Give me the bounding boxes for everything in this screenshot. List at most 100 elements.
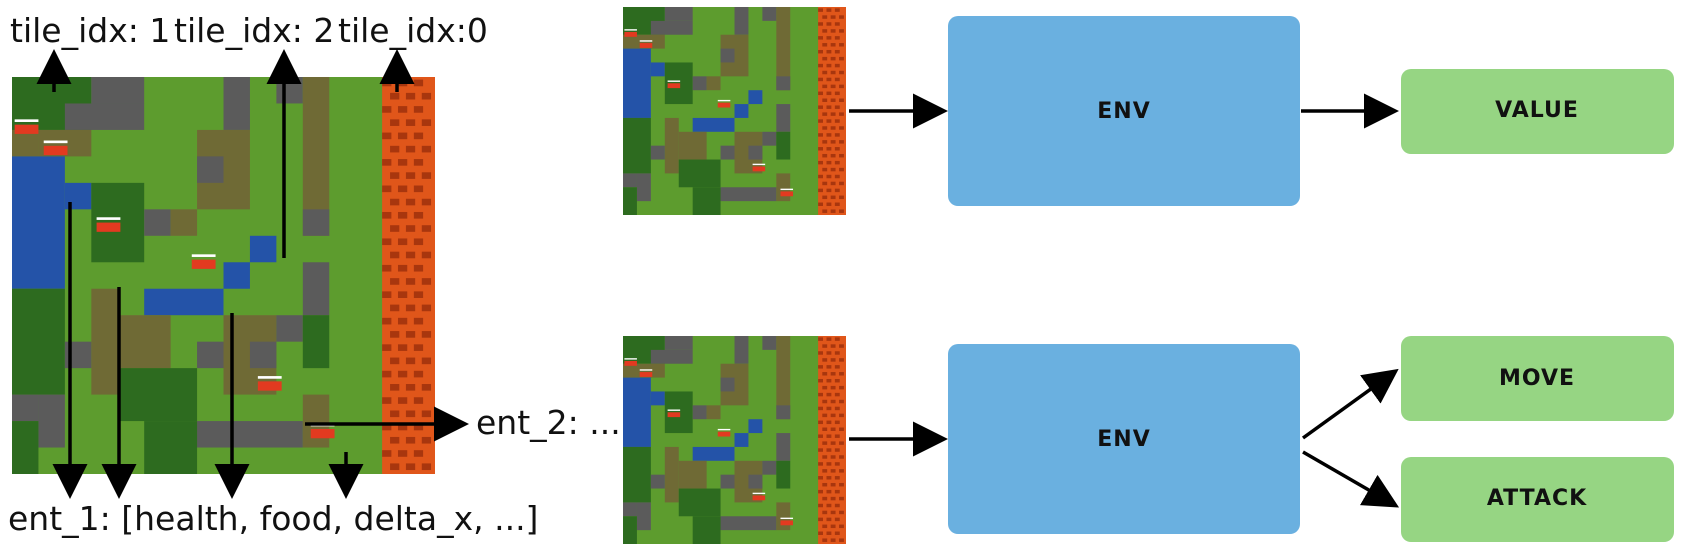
- large-map-lava-crack: [413, 450, 424, 457]
- small-map-top-lava-crack: [826, 105, 832, 109]
- small-map-top-lava-crack: [822, 140, 828, 144]
- small-map-top-agent-healthbar: [717, 99, 731, 102]
- value-box: [1401, 69, 1674, 154]
- small-map-bottom-stone-tile: [650, 474, 665, 489]
- small-map-top-lava-crack: [830, 56, 836, 61]
- small-map-top-lava-crack: [818, 133, 824, 137]
- small-map-top-lava-crack: [839, 70, 844, 75]
- small-map-bottom-lava-crack: [826, 517, 832, 522]
- small-map-bottom-lava-crack: [826, 337, 832, 341]
- large-map-forest-tile: [12, 421, 39, 474]
- large-map-lava-crack: [405, 384, 416, 391]
- small-map-bottom-agent-sprite: [667, 412, 681, 418]
- small-map-top-lava-crack: [834, 188, 840, 193]
- large-map-water-tile: [144, 288, 224, 316]
- large-map-lava-crack: [397, 185, 408, 193]
- small-map-top-water-tile: [734, 104, 749, 118]
- small-map-bottom-lava-crack: [826, 489, 832, 494]
- small-map-top-lava-crack: [839, 195, 844, 200]
- small-map-top-lava-crack: [834, 36, 840, 40]
- small-map-top-lava-crack: [839, 29, 844, 33]
- large-map-stone-tile: [302, 209, 330, 236]
- large-map-agent-healthbar: [14, 119, 39, 122]
- small-map-bottom-lava-crack: [818, 392, 824, 397]
- small-map-top-forest-tile: [678, 159, 721, 188]
- large-map-agent-healthbar: [96, 217, 121, 220]
- large-map-lava-crack: [397, 238, 408, 246]
- large-game-map: [12, 77, 435, 474]
- small-map-top-lava-crack: [826, 147, 832, 151]
- small-map-top-lava-crack: [818, 119, 824, 123]
- small-map-bottom-agent-sprite: [780, 520, 794, 526]
- small-map-top-lava-crack: [830, 98, 836, 102]
- small-map-top-lava-crack: [826, 77, 832, 82]
- small-map-top-stone-tile: [776, 104, 791, 132]
- small-map-bottom-lava-crack: [839, 538, 844, 542]
- small-map-top-lava-crack: [818, 77, 824, 82]
- small-map-top-lava-crack: [818, 174, 824, 179]
- large-map-lava-crack: [405, 225, 416, 232]
- large-map-forest-tile: [12, 288, 65, 395]
- small-map-top-agent-healthbar: [667, 80, 681, 82]
- small-map-top-stone-tile: [762, 131, 777, 146]
- small-map-bottom-lava-crack: [834, 448, 840, 452]
- small-map-bottom-scrub-tile: [664, 446, 679, 503]
- env-box-bottom: [948, 344, 1300, 534]
- small-map-bottom-lava-crack: [818, 503, 824, 508]
- large-map-lava-crack: [382, 238, 392, 246]
- small-map-bottom-lava-crack: [830, 427, 836, 431]
- small-map-top-lava-crack: [822, 153, 828, 158]
- small-map-bottom-lava-crack: [830, 524, 836, 529]
- large-map-lava-crack: [413, 211, 424, 219]
- large-map-lava-crack: [382, 132, 392, 140]
- small-map-top-stone-tile: [748, 145, 763, 160]
- large-map-lava-crack: [397, 79, 408, 87]
- small-map-bottom-lava-crack: [818, 378, 824, 383]
- small-map-bottom-lava-crack: [839, 385, 844, 390]
- large-map-agent-sprite: [96, 222, 121, 232]
- large-map-lava-crack: [390, 225, 400, 232]
- small-map-bottom-lava-crack: [822, 413, 828, 418]
- small-map-bottom-lava-crack: [834, 337, 840, 341]
- tile-label-0: tile_idx:0: [338, 11, 488, 50]
- small-map-top-lava-crack: [834, 119, 840, 123]
- move-box: [1401, 336, 1674, 421]
- small-map-bottom-lava-crack: [839, 344, 844, 348]
- large-map-lava-crack: [421, 304, 432, 312]
- large-map-lava-crack: [421, 357, 432, 365]
- small-map-bottom-lava-crack: [822, 455, 828, 459]
- small-map-bottom-stone-tile: [720, 516, 777, 531]
- small-map-bottom-lava-crack: [830, 372, 836, 376]
- tile-label-1: tile_idx: 1: [10, 11, 170, 50]
- small-map-bottom-agent-sprite: [624, 360, 637, 366]
- small-map-bottom-lava-crack: [826, 448, 832, 452]
- large-map-lava-crack: [405, 331, 416, 338]
- small-map-bottom-lava-crack: [839, 372, 844, 376]
- large-map-forest-tile: [302, 315, 330, 369]
- large-map-lava-crack: [413, 423, 424, 431]
- small-map-bottom-lava-crack: [839, 413, 844, 418]
- small-map-top-lava-crack: [826, 188, 832, 193]
- small-map-top-lava-crack: [822, 43, 828, 47]
- large-map-scrub-tile: [170, 209, 198, 236]
- small-map-bottom-lava-crack: [826, 392, 832, 397]
- large-map-stone-tile: [276, 77, 303, 104]
- small-map-top-lava-crack: [822, 167, 828, 172]
- small-map-bottom-lava-crack: [839, 399, 844, 404]
- small-map-bottom-stone-tile: [776, 405, 791, 420]
- large-map-agent-sprite: [43, 145, 68, 156]
- small-map-top-stone-tile: [776, 76, 791, 91]
- small-map-bottom-stone-tile: [748, 474, 763, 489]
- small-map-bottom-stone-tile: [720, 474, 735, 489]
- small-map-top-stone-tile: [650, 145, 665, 160]
- small-map-top-agent-sprite: [667, 83, 681, 89]
- small-map-top-lava-crack: [834, 91, 840, 96]
- small-map-bottom-water-tile: [734, 433, 749, 447]
- arrow-env-to-move: [1301, 368, 1399, 440]
- large-map-lava-crack: [413, 106, 424, 113]
- small-map-bottom-water-tile: [623, 377, 651, 447]
- large-map-agent-sprite: [14, 124, 39, 134]
- large-map-lava-crack: [390, 304, 400, 312]
- small-map-bottom-lava-crack: [826, 434, 832, 438]
- small-map-top-agent-sprite: [624, 31, 637, 37]
